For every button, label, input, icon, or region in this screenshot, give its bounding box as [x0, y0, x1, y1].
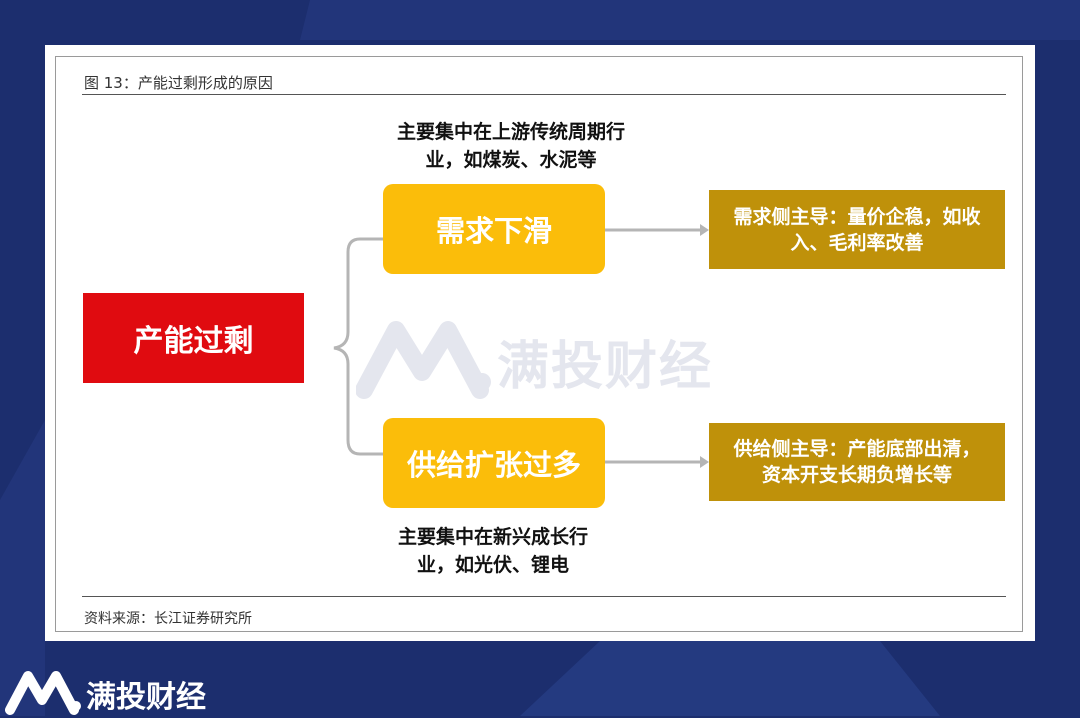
arrow-head-demand [700, 224, 709, 236]
figure-frame [55, 56, 1023, 632]
bg-shape-top [300, 0, 1080, 40]
result-line: 需求侧主导：量价企稳，如收 [733, 205, 981, 228]
result-node-demand: 需求侧主导：量价企稳，如收 入、毛利率改善 [709, 190, 1005, 269]
watermark-logo-icon [356, 321, 491, 399]
footer-brand: 满投财经 [86, 680, 206, 715]
branch-node-demand: 需求下滑 [383, 184, 605, 274]
result-line: 供给侧主导：产能底部出清， [733, 438, 981, 460]
figure-source: 资料来源：长江证券研究所 [84, 611, 252, 627]
source-rule [82, 596, 1006, 597]
result-line: 入、毛利率改善 [790, 231, 924, 254]
branch-note-supply: 主要集中在新兴成长行 业，如光伏、锂电 [348, 523, 638, 579]
branch-note-demand: 主要集中在上游传统周期行 业，如煤炭、水泥等 [366, 118, 656, 174]
footer-logo-icon [5, 671, 81, 715]
arrow-head-supply [700, 456, 709, 468]
result-node-supply: 供给侧主导：产能底部出清， 资本开支长期负增长等 [709, 423, 1005, 501]
note-line: 主要集中在新兴成长行 [397, 526, 588, 548]
bg-shape-left [0, 420, 45, 716]
branch-node-supply: 供给扩张过多 [383, 418, 605, 508]
note-line: 业，如煤炭、水泥等 [425, 149, 597, 171]
bg-shape-bottom [520, 641, 940, 716]
note-line: 业，如光伏、锂电 [416, 554, 569, 576]
title-rule [82, 94, 1006, 95]
result-line: 资本开支长期负增长等 [761, 464, 952, 486]
watermark-text: 满投财经 [497, 337, 714, 397]
root-node: 产能过剩 [83, 293, 304, 383]
bracket-connector [333, 237, 383, 456]
figure-title: 图 13：产能过剩形成的原因 [84, 74, 273, 92]
note-line: 主要集中在上游传统周期行 [396, 121, 625, 143]
